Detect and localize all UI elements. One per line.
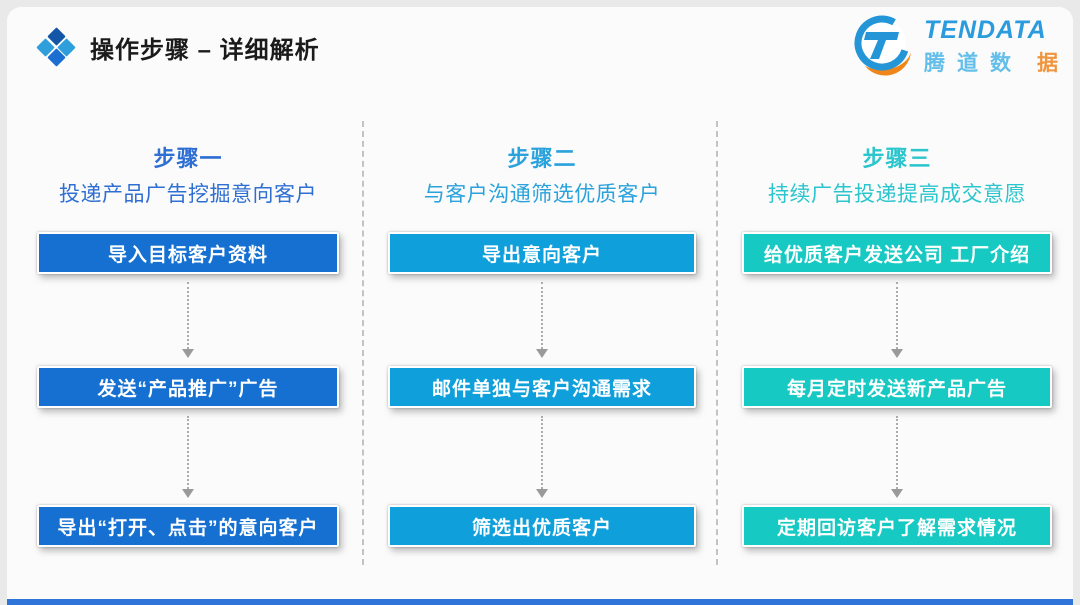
- step-subtitle: 持续广告投递提高成交意愿: [768, 183, 1026, 206]
- dotted-down-arrow-icon: [535, 282, 549, 358]
- step-title: 步骤二: [507, 146, 577, 171]
- logo-cn-accent: 据: [1037, 51, 1058, 75]
- step-subtitle: 与客户沟通筛选优质客户: [423, 183, 661, 206]
- header: 操作步骤 – 详细解析: [36, 27, 320, 67]
- step-header: 步骤一 投递产品广告挖掘意向客户: [30, 141, 346, 208]
- flow-box: 给优质客户发送公司 工厂介绍: [742, 232, 1052, 274]
- flow-box: 导入目标客户资料: [37, 232, 339, 274]
- flow-box: 每月定时发送新产品广告: [742, 366, 1052, 408]
- step-column-3: 步骤三 持续广告投递提高成交意愿 给优质客户发送公司 工厂介绍 每月定时发送新产…: [735, 0, 1059, 605]
- step-title: 步骤三: [862, 146, 932, 171]
- flow-box: 导出意向客户: [388, 232, 696, 274]
- dotted-down-arrow-icon: [535, 416, 549, 498]
- page-title: 操作步骤 – 详细解析: [90, 36, 320, 64]
- dotted-down-arrow-icon: [890, 282, 904, 358]
- footer-accent-bar: [7, 599, 1073, 605]
- step-title: 步骤一: [153, 146, 223, 171]
- column-divider-1: [362, 121, 364, 565]
- step-header: 步骤三 持续广告投递提高成交意愿: [735, 141, 1059, 208]
- logo-text: TENDATA 腾道数 据: [924, 16, 1058, 77]
- step-column-2: 步骤二 与客户沟通筛选优质客户 导出意向客户 邮件单独与客户沟通需求 筛选出优质…: [381, 0, 703, 605]
- dotted-down-arrow-icon: [181, 416, 195, 498]
- flow-box: 导出“打开、点击”的意向客户: [37, 505, 339, 547]
- tendata-globe-t-icon: [854, 15, 911, 76]
- step-column-1: 步骤一 投递产品广告挖掘意向客户 导入目标客户资料 发送“产品推广”广告 导出“…: [30, 0, 346, 605]
- flow-box: 发送“产品推广”广告: [37, 366, 339, 408]
- step-header: 步骤二 与客户沟通筛选优质客户: [381, 141, 703, 208]
- flow-box: 定期回访客户了解需求情况: [742, 505, 1052, 547]
- logo-cn-main: 腾道数: [924, 51, 1023, 75]
- logo-brand-en: TENDATA: [924, 15, 1047, 44]
- tendata-logo: TENDATA 腾道数 据: [851, 14, 1058, 78]
- column-divider-2: [716, 121, 718, 565]
- flow-box: 筛选出优质客户: [388, 505, 696, 547]
- dotted-down-arrow-icon: [890, 416, 904, 498]
- flow-box: 邮件单独与客户沟通需求: [388, 366, 696, 408]
- dotted-down-arrow-icon: [181, 282, 195, 358]
- step-subtitle: 投递产品广告挖掘意向客户: [59, 183, 317, 206]
- logo-brand-cn: 腾道数 据: [924, 47, 1058, 77]
